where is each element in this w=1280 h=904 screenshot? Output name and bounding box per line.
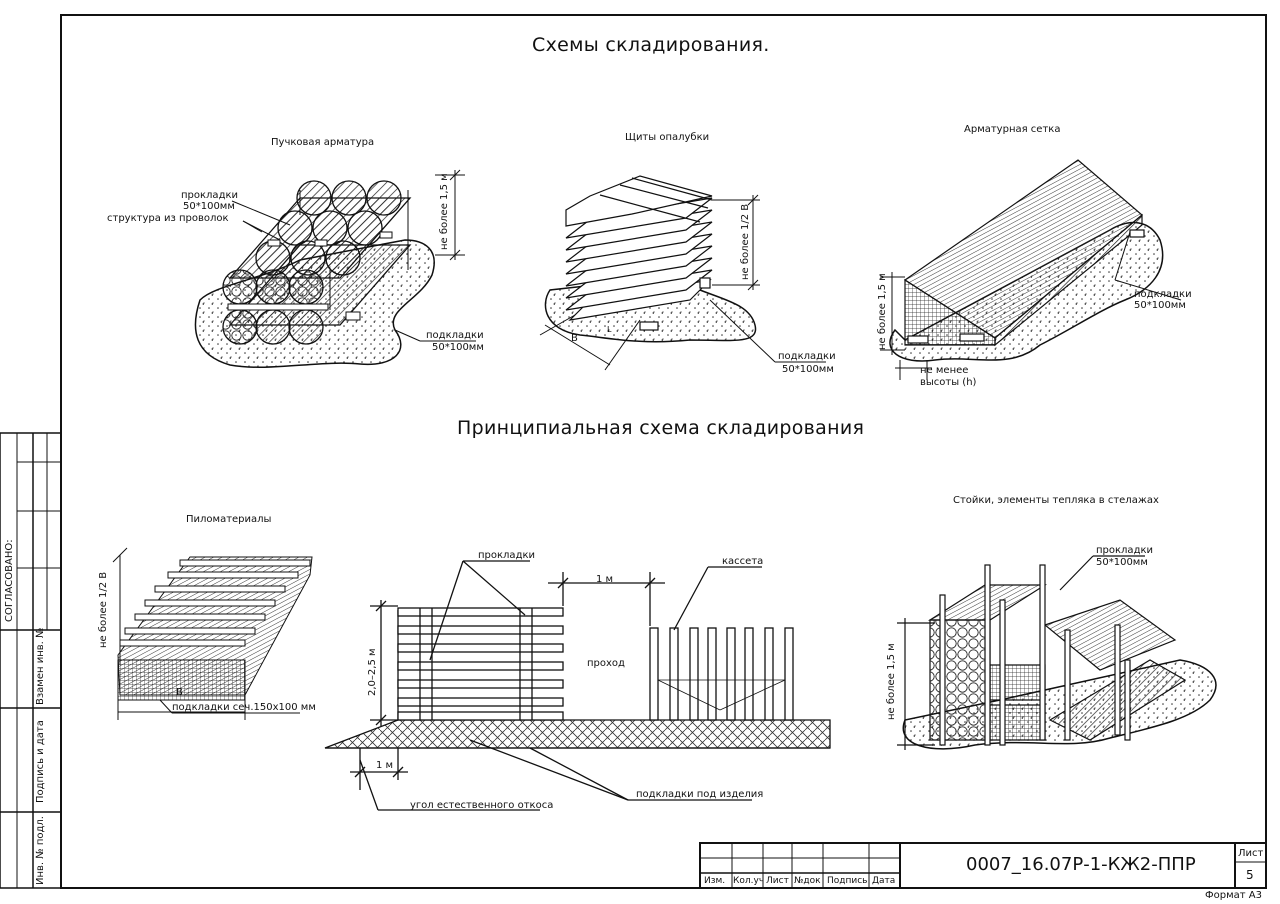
top-one-meter-label: 1 м (596, 574, 614, 585)
mesh-pads-size: 50*100мм (1134, 300, 1186, 311)
lumber-pads-label: подкладки сеч.150х100 мм (172, 702, 316, 713)
lumber-drawing (112, 547, 313, 720)
main-title: Схемы складирования. (532, 34, 770, 56)
slope-angle-label: угол естественного откоса (410, 800, 554, 811)
formwork-width-mark: В (571, 333, 578, 344)
mesh-height-label: не более 1,5 м (877, 273, 888, 350)
mesh-title: Арматурная сетка (964, 124, 1061, 135)
mesh-height-h-label: высоты (h) (920, 377, 977, 388)
mesh-pads-label: подкладки (1134, 289, 1192, 300)
bundle-spacers-label: прокладки (181, 190, 239, 201)
lumber-title: Пиломатериалы (186, 514, 272, 525)
sheet-number: 5 (1246, 868, 1254, 882)
sign-date-label: Подпись и дата (35, 720, 46, 803)
formwork-height-label: не более 1/2 В (740, 203, 751, 280)
principal-title: Принципиальная схема складирования (457, 417, 865, 439)
mesh-not-less-label: не менее (920, 365, 969, 376)
principal-drawing (324, 560, 831, 811)
stamp-col-doc: №док (794, 876, 821, 886)
bottom-one-meter-label: 1 м (376, 760, 394, 771)
format-label: Формат А3 (1205, 890, 1262, 901)
sheet-label: Лист (1238, 848, 1264, 859)
stamp-col-date: Дата (872, 876, 896, 886)
stamp-col-sign: Подпись (827, 876, 868, 886)
racks-spacers-size: 50*100мм (1096, 557, 1148, 568)
cassette-label: кассета (722, 556, 764, 567)
racks-height-label: не более 1,5 м (886, 643, 897, 720)
agreed-label: СОГЛАСОВАНО: (4, 539, 15, 622)
stack-height-label: 2,0–2,5 м (367, 648, 378, 696)
formwork-pads-label: подкладки (778, 351, 836, 362)
formwork-length-mark: L (607, 325, 612, 334)
lumber-height-label: не более 1/2 В (98, 571, 109, 648)
formwork-title: Щиты опалубки (625, 132, 710, 143)
bundle-spacers-size: 50*100мм (183, 201, 235, 212)
principal-spacers-label: прокладки (478, 550, 536, 561)
wire-structure-label: структура из проволок (107, 213, 229, 224)
inv-replace-label: Взамен инв. № (35, 627, 46, 705)
bundle-pads-size: 50*100мм (432, 342, 484, 353)
title-block (699, 842, 1267, 889)
lumber-width-mark: В (176, 687, 183, 698)
inv-orig-label: Инв. № подл. (35, 816, 46, 885)
document-code: 0007_16.07Р-1-КЖ2-ППР (966, 854, 1196, 875)
stamp-col-change: Изм. (704, 876, 726, 886)
racks-spacers-label: прокладки (1096, 545, 1154, 556)
bundle-height-label: не более 1,5 м (439, 173, 450, 250)
stamp-col-sheet: Лист (766, 876, 789, 886)
formwork-pads-size: 50*100мм (782, 364, 834, 375)
formwork-drawing (539, 175, 826, 371)
racks-title: Стойки, элементы тепляка в стелажах (953, 495, 1159, 506)
bundle-rebar-drawing (194, 169, 476, 368)
racks-drawing (897, 555, 1217, 750)
product-pads-label: подкладки под изделия (636, 789, 764, 800)
mesh-drawing (880, 159, 1182, 380)
bundle-rebar-title: Пучковая арматура (271, 137, 375, 148)
passage-label: проход (587, 658, 625, 669)
stamp-col-count: Кол.уч (733, 876, 765, 886)
bundle-pads-label: подкладки (426, 330, 484, 341)
